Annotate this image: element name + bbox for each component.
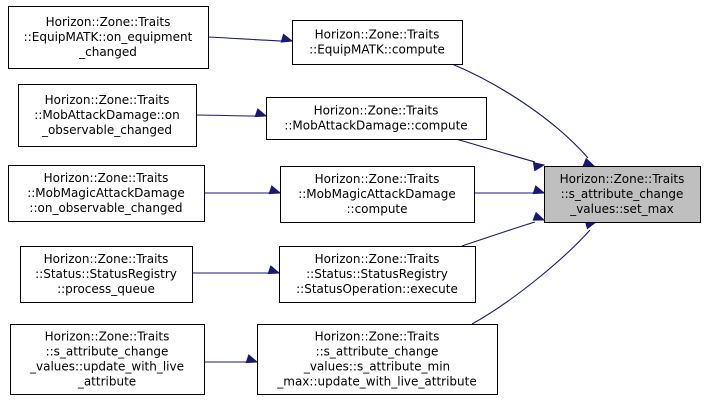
node-label-line: _values::update_with_live: [29, 360, 184, 374]
node-label-line: ::Status::StatusRegistry: [35, 267, 177, 281]
edge-line: [451, 63, 589, 159]
node-box[interactable]: [280, 166, 475, 223]
node-label-line: ::s_attribute_change: [316, 345, 439, 359]
node-n2[interactable]: Horizon::Zone::Traits::EquipMATK::comput…: [292, 20, 463, 65]
edge-line: [195, 114, 257, 117]
arrow-head-icon: [532, 185, 546, 195]
nodes-layer: Horizon::Zone::Traits::EquipMATK::on_equ…: [8, 6, 701, 395]
node-box[interactable]: [279, 246, 476, 303]
node-box[interactable]: [292, 20, 463, 65]
arrow-head-icon: [245, 354, 259, 364]
node-n9[interactable]: Horizon::Zone::Traits::s_attribute_chang…: [10, 324, 205, 395]
node-label-line: ::Status::StatusRegistry: [306, 267, 448, 281]
node-label-line: ::EquipMATK::compute: [309, 43, 445, 57]
node-label-line: ::MobAttackDamage::compute: [284, 119, 467, 133]
node-label-line: Horizon::Zone::Traits: [315, 172, 440, 186]
node-label-line: ::s_attribute_change: [46, 345, 169, 359]
node-label-line: Horizon::Zone::Traits: [315, 330, 440, 344]
arrow-head-icon: [582, 157, 596, 167]
node-box[interactable]: [8, 165, 205, 222]
edge-n4-n11: [455, 138, 546, 172]
edges-layer: [192, 33, 598, 364]
node-n1[interactable]: Horizon::Zone::Traits::EquipMATK::on_equ…: [8, 6, 209, 69]
node-label-line: Horizon::Zone::Traits: [314, 104, 439, 118]
edge-n6-n11: [474, 185, 546, 195]
node-label-line: Horizon::Zone::Traits: [315, 28, 440, 42]
node-box[interactable]: [257, 324, 498, 395]
edge-line: [461, 221, 536, 247]
edge-n7-n8: [192, 265, 281, 275]
node-label-line: ::MobMagicAttackDamage: [27, 186, 185, 200]
arrow-head-icon: [532, 162, 546, 172]
edge-line: [455, 138, 536, 163]
node-label-line: Horizon::Zone::Traits: [560, 172, 685, 186]
edge-n3-n4: [195, 108, 268, 118]
node-label-line: ::on_observable_changed: [29, 201, 182, 215]
node-label-line: ::s_attribute_change: [561, 187, 684, 201]
arrow-head-icon: [532, 211, 546, 221]
node-label-line: Horizon::Zone::Traits: [45, 93, 170, 107]
node-label-line: _changed: [78, 45, 137, 59]
arrow-head-icon: [268, 185, 282, 195]
edge-n8-n11: [461, 211, 546, 247]
node-label-line: ::EquipMATK::on_equipment: [24, 30, 193, 44]
node-n7[interactable]: Horizon::Zone::Traits::Status::StatusReg…: [20, 246, 193, 303]
node-box[interactable]: [8, 6, 209, 69]
node-label-line: ::process_queue: [57, 282, 155, 296]
node-label-line: ::MobMagicAttackDamage: [298, 187, 456, 201]
edge-n2-n11: [451, 63, 596, 167]
node-label-line: _observable_changed: [41, 123, 172, 137]
node-box-highlighted[interactable]: [544, 166, 701, 223]
node-label-line: Horizon::Zone::Traits: [46, 15, 171, 29]
edge-line: [471, 229, 591, 325]
node-label-line: _values::s_attribute_min: [303, 360, 450, 374]
edge-n1-n2: [207, 33, 294, 43]
node-label-line: Horizon::Zone::Traits: [44, 252, 169, 266]
node-label-line: Horizon::Zone::Traits: [315, 252, 440, 266]
node-label-line: ::StatusOperation::execute: [296, 282, 458, 296]
arrow-head-icon: [267, 265, 281, 275]
node-label-line: ::MobAttackDamage::on: [34, 108, 179, 122]
node-n6[interactable]: Horizon::Zone::Traits::MobMagicAttackDam…: [280, 166, 475, 223]
node-n8[interactable]: Horizon::Zone::Traits::Status::StatusReg…: [279, 246, 476, 303]
node-label-line: ::compute: [346, 202, 407, 216]
edge-line: [207, 36, 283, 42]
arrow-head-icon: [254, 108, 268, 118]
node-box[interactable]: [10, 324, 205, 395]
node-label-line: _attribute: [77, 375, 136, 389]
node-label-line: Horizon::Zone::Traits: [44, 171, 169, 185]
node-box[interactable]: [18, 84, 197, 147]
node-box[interactable]: [20, 246, 193, 303]
node-label-line: _values::set_max: [569, 202, 674, 216]
node-n5[interactable]: Horizon::Zone::Traits::MobMagicAttackDam…: [8, 165, 205, 222]
node-n3[interactable]: Horizon::Zone::Traits::MobAttackDamage::…: [18, 84, 197, 147]
node-label-line: Horizon::Zone::Traits: [45, 330, 170, 344]
edge-n9-n10: [203, 354, 259, 364]
node-box[interactable]: [266, 97, 487, 140]
edge-n5-n6: [204, 185, 282, 195]
node-n11[interactable]: Horizon::Zone::Traits::s_attribute_chang…: [544, 166, 701, 223]
node-n4[interactable]: Horizon::Zone::Traits::MobAttackDamage::…: [266, 97, 487, 140]
arrow-head-icon: [280, 33, 294, 43]
node-n10[interactable]: Horizon::Zone::Traits::s_attribute_chang…: [257, 324, 498, 395]
node-label-line: _max::update_with_live_attribute: [276, 375, 476, 389]
